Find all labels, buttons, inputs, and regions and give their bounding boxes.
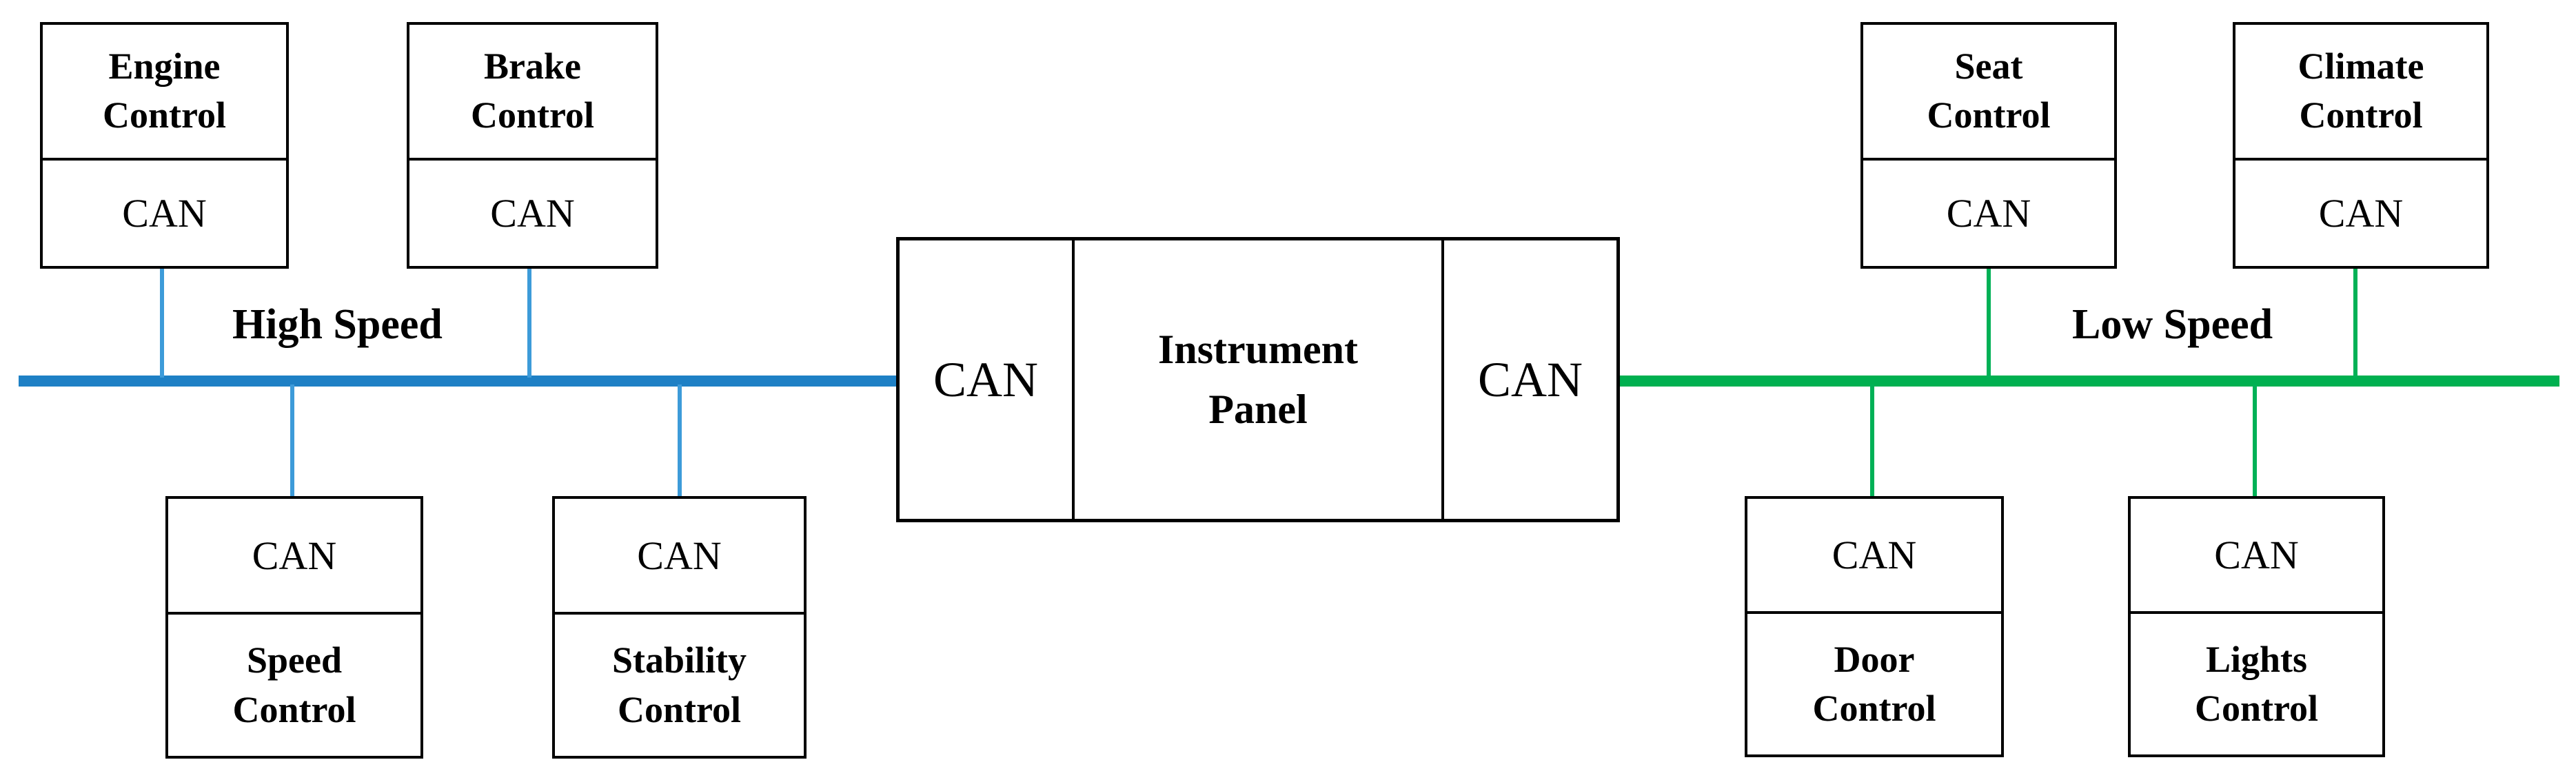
node-name: Speed Control [168, 612, 420, 756]
door-control-bus-connector [1870, 384, 1874, 497]
node-name: Stability Control [555, 612, 804, 756]
node-can-interface: CAN [252, 533, 337, 578]
node-stability-control: CAN Stability Control [552, 496, 807, 759]
low-speed-bus-line [1620, 376, 2559, 387]
brake-control-bus-connector [527, 267, 531, 378]
gateway-right-can-interface: CAN [1477, 351, 1583, 407]
node-can-interface: CAN [1832, 533, 1917, 578]
node-can-interface: CAN [1863, 157, 2114, 267]
stability-control-bus-connector [678, 384, 682, 497]
node-can-interface: CAN [2214, 533, 2299, 578]
node-seat-control: Seat Control CAN [1860, 22, 2117, 269]
node-can-interface: CAN [637, 533, 722, 578]
node-name: Door Control [1747, 611, 2001, 754]
node-name: Brake Control [470, 45, 594, 136]
gateway-name: Instrument Panel [1072, 240, 1444, 519]
node-climate-control: Climate Control CAN [2233, 22, 2489, 269]
node-name: Lights Control [2131, 611, 2382, 754]
node-speed-control: CAN Speed Control [165, 496, 423, 759]
node-engine-control: Engine Control CAN [40, 22, 289, 269]
node-name: Seat Control [1927, 45, 2051, 136]
node-door-control: CAN Door Control [1745, 496, 2004, 757]
node-lights-control: CAN Lights Control [2128, 496, 2385, 757]
speed-control-bus-connector [290, 384, 294, 497]
lights-control-bus-connector [2253, 384, 2257, 497]
node-brake-control: Brake Control CAN [407, 22, 658, 269]
high-speed-bus-label: High Speed [232, 301, 443, 348]
low-speed-bus-label: Low Speed [2072, 301, 2273, 348]
high-speed-bus-line [19, 376, 897, 387]
instrument-panel-gateway: CAN Instrument Panel CAN [896, 237, 1620, 522]
node-name: Engine Control [102, 45, 226, 136]
node-can-interface: CAN [409, 157, 656, 267]
node-name: Climate Control [2298, 45, 2424, 136]
node-can-interface: CAN [2235, 157, 2486, 267]
climate-control-bus-connector [2353, 267, 2357, 378]
gateway-left-can-interface: CAN [933, 351, 1038, 407]
engine-control-bus-connector [160, 267, 164, 378]
seat-control-bus-connector [1987, 267, 1991, 378]
node-can-interface: CAN [43, 157, 286, 267]
